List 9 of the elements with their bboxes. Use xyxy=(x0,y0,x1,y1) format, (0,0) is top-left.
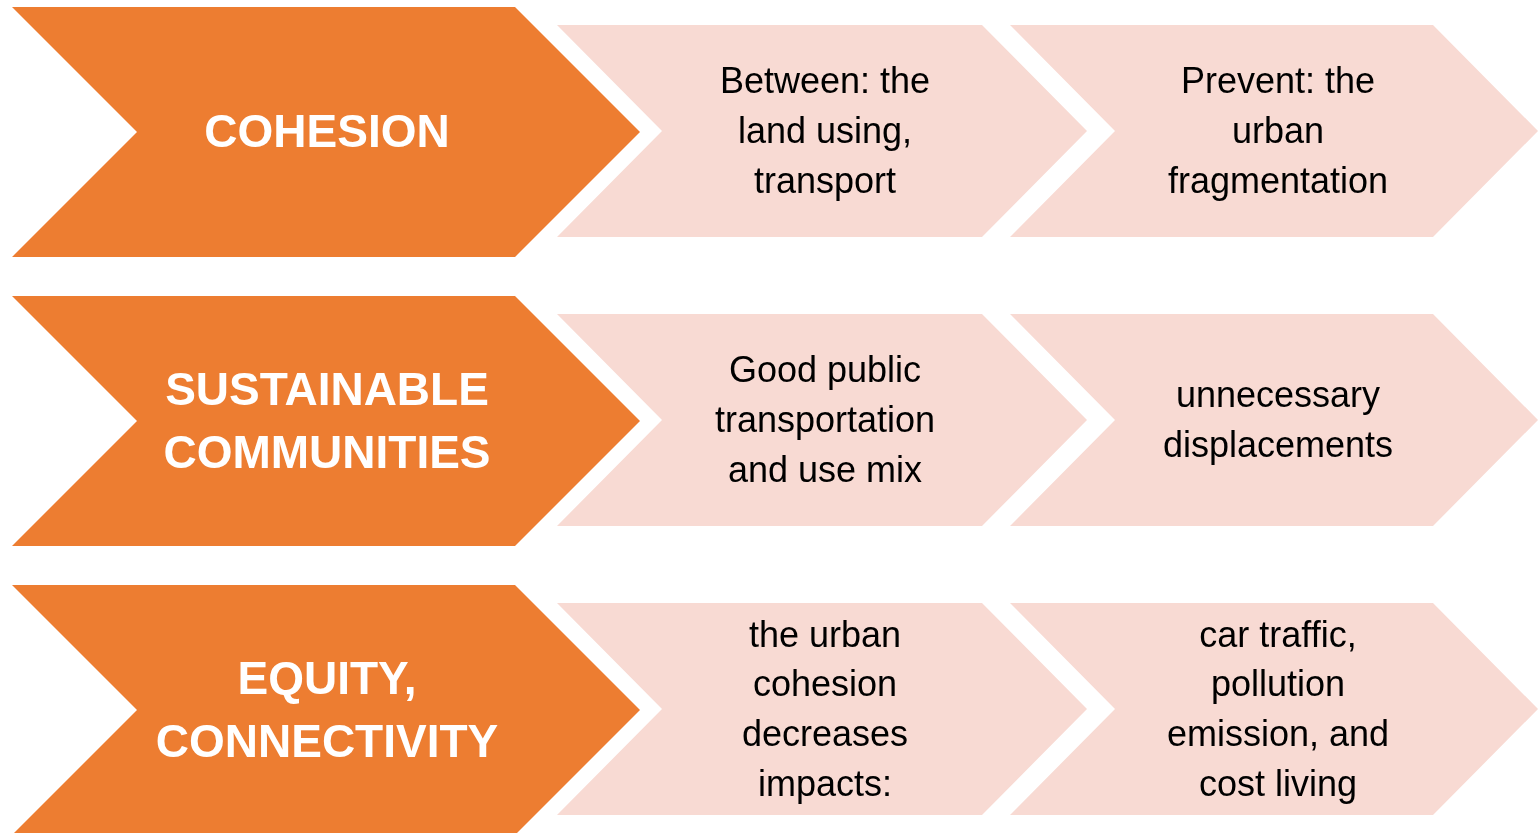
chevron-text: Prevent: the urban fragmentation xyxy=(1166,59,1390,203)
chevron-text: the urban cohesion decreases impacts: xyxy=(740,612,910,806)
chevron-heading: SUSTAINABLE COMMUNITIES xyxy=(162,361,492,480)
chevron-text: car traffic, pollution emission, and cost living xyxy=(1165,612,1391,806)
chevron-text: Good public transportation and use mix xyxy=(713,348,937,492)
chevron-text: unnecessary displacements xyxy=(1161,373,1395,467)
chevron-heading: EQUITY, CONNECTIVITY xyxy=(154,650,500,769)
chevron-heading: COHESION xyxy=(204,104,450,160)
chevron-text: Between: the land using, transport xyxy=(718,59,932,203)
